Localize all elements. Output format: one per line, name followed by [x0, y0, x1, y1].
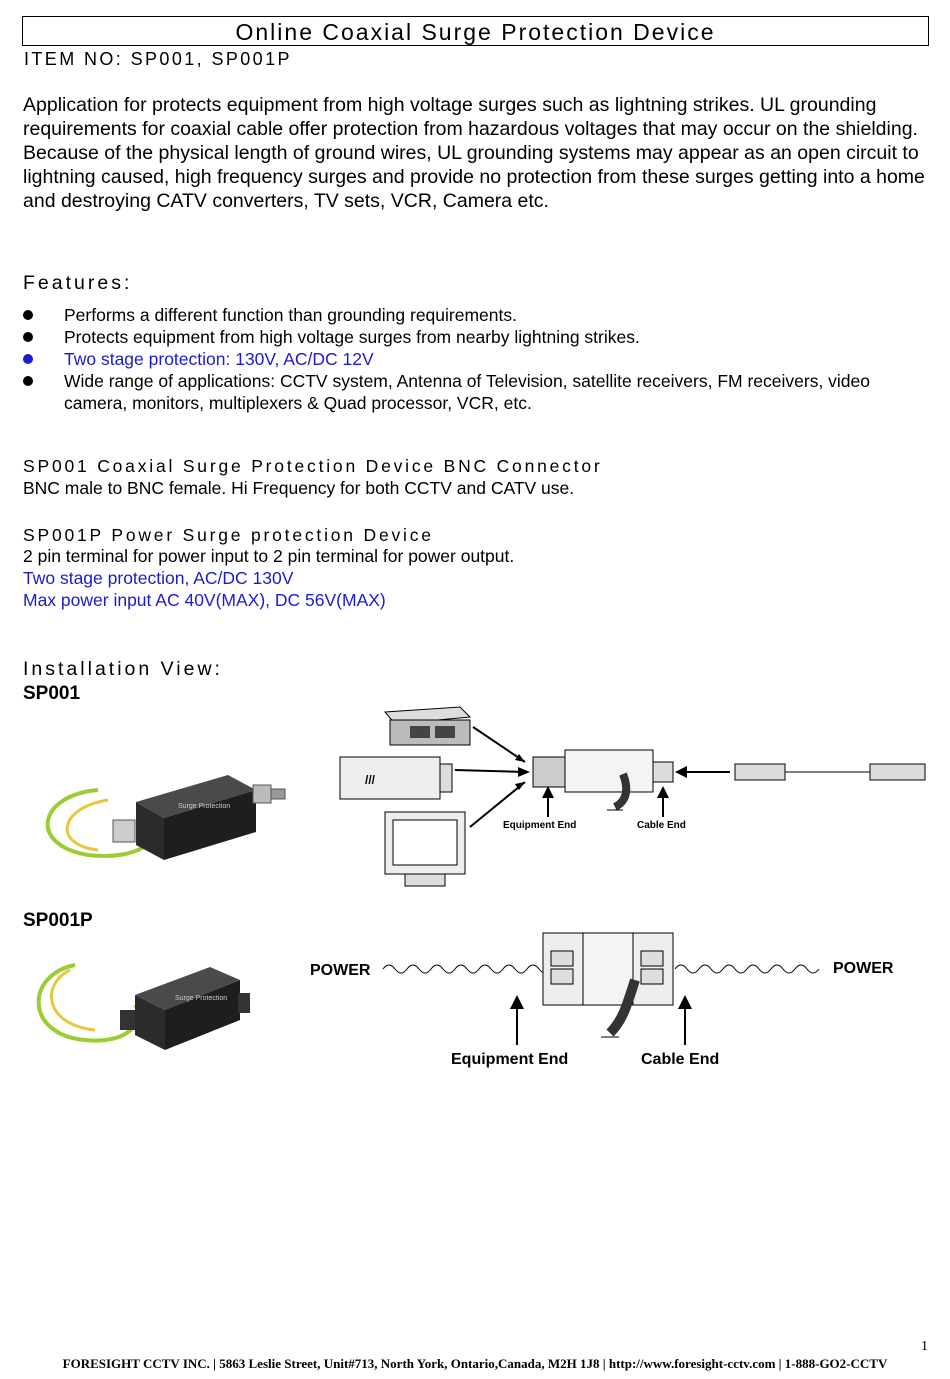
device-label: Surge Protection — [178, 803, 230, 810]
footer: FORESIGHT CCTV INC. | 5863 Leslie Street… — [62, 1356, 888, 1371]
page-title: Online Coaxial Surge Protection Device — [22, 16, 929, 46]
sp001p-heading: SP001P Power Surge protection Device — [23, 525, 434, 545]
cable-end-label: Cable End — [641, 1051, 719, 1068]
feature-item: Protects equipment from high voltage sur… — [23, 326, 923, 348]
sp001-product-image: Surge Protection — [45, 775, 286, 860]
feature-item: Performs a different function than groun… — [23, 304, 923, 326]
feature-item: Wide range of applications: CCTV system,… — [23, 370, 923, 414]
bullet-icon — [23, 354, 33, 364]
installation-heading: Installation View: — [23, 658, 223, 680]
bullet-icon — [23, 332, 33, 342]
sp001p-spec-power: Max power input AC 40V(MAX), DC 56V(MAX) — [23, 590, 386, 610]
bullet-icon — [23, 376, 33, 386]
cable-end-label: Cable End — [637, 820, 686, 831]
feature-item: Two stage protection: 130V, AC/DC 12V — [23, 348, 923, 370]
bullet-icon — [23, 310, 33, 320]
svg-text:///: /// — [365, 773, 376, 787]
item-number: ITEM NO: SP001, SP001P — [24, 49, 292, 69]
application-paragraph: Application for protects equipment from … — [23, 94, 925, 212]
device-label: Surge Protection — [175, 995, 227, 1002]
features-heading: Features: — [23, 272, 133, 294]
sp001-installation-diagram: /// Equipment End Cable End — [339, 706, 926, 887]
sp001p-description: 2 pin terminal for power input to 2 pin … — [23, 546, 515, 566]
page-number: 1 — [921, 1339, 928, 1354]
sp001-description: BNC male to BNC female. Hi Frequency for… — [23, 478, 575, 498]
power-left-label: POWER — [310, 962, 371, 979]
sp001-install-label: SP001 — [23, 683, 81, 704]
sp001p-spec-protection: Two stage protection, AC/DC 130V — [23, 568, 294, 588]
features-list: Performs a different function than groun… — [23, 304, 923, 414]
power-right-label: POWER — [833, 960, 894, 977]
equipment-end-label: Equipment End — [503, 820, 576, 831]
camera-icon — [339, 756, 441, 800]
equipment-end-label: Equipment End — [451, 1051, 568, 1068]
surge-device-icon — [564, 749, 654, 793]
sp001p-product-image: Surge Protection — [36, 963, 250, 1050]
sp001p-installation-diagram: POWER POWER Equipment End Cable End — [310, 932, 894, 1068]
dvr-icon — [389, 719, 471, 746]
sp001-heading: SP001 Coaxial Surge Protection Device BN… — [23, 456, 603, 476]
sp001p-install-label: SP001P — [23, 910, 93, 931]
